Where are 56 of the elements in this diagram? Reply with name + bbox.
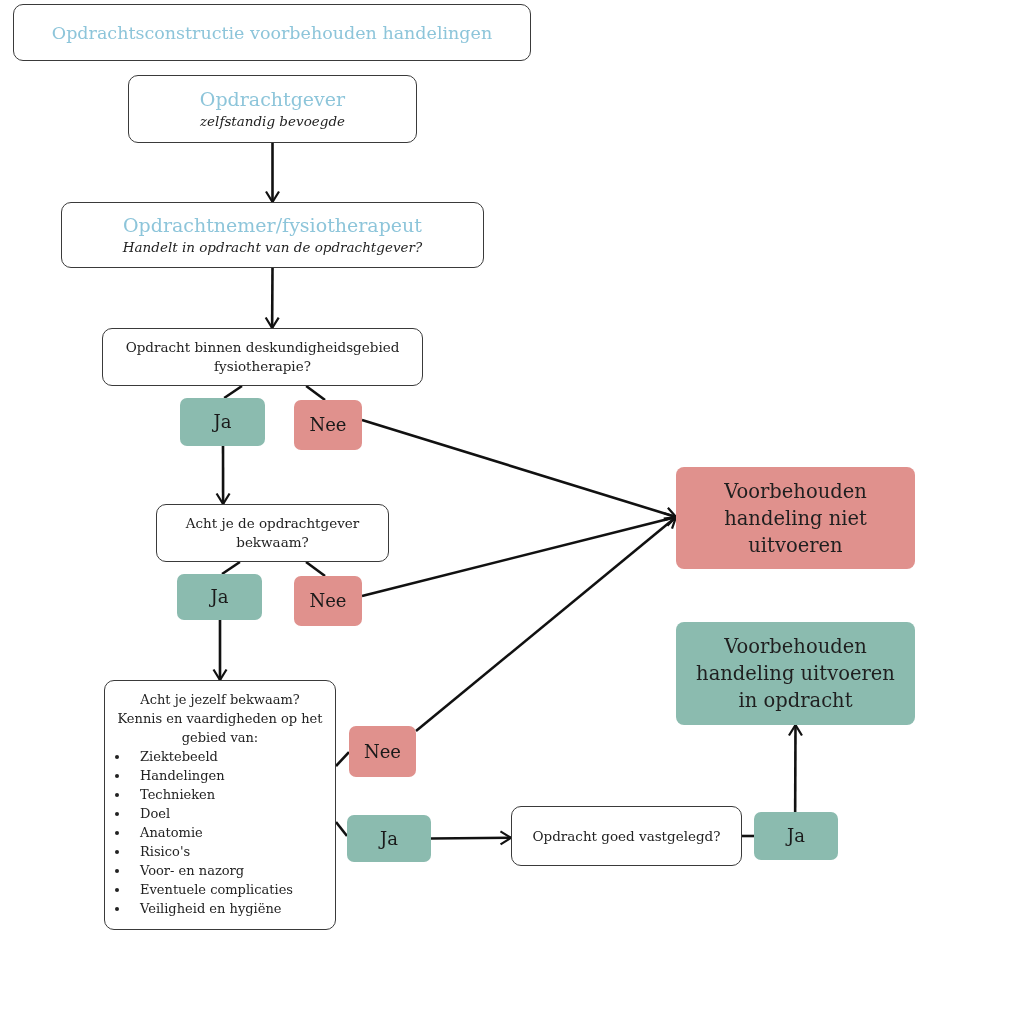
checklist-box [104,680,336,930]
title-text: Opdrachtsconstructie voorbehouden handelingen [51,21,493,45]
question-box [511,806,742,866]
question-text: Kennis en vaardigheden op het gebied van: [116,710,324,747]
list-item-text: Technieken [140,786,216,804]
box-heading: Opdrachtnemer/fysiotherapeut [123,213,422,238]
arrow [787,723,804,812]
role-box [61,202,484,268]
connector-line [334,821,349,837]
outcome-box [676,622,915,725]
question-box [156,504,389,562]
list-item-text: Voor- en nazorg [140,862,245,880]
connector-line [223,384,243,400]
answer-tag [347,815,431,862]
question-text: Acht je de opdrachtgever bekwaam? [184,514,361,552]
box-subtitle: Handelt in opdracht van de opdrachtgever? [122,238,423,257]
outcome-text: Voorbehouden handeling uitvoeren in opdracht [695,634,896,714]
list-item-text: Doel [140,805,171,823]
answer-label: Nee [309,414,347,436]
list-item-text: Veiligheid en hygiëne [140,900,282,918]
role-box [128,75,417,143]
outcome-box [676,467,915,569]
connector-line [305,560,326,578]
question-text: Acht je jezelf bekwaam? [139,691,301,709]
arrow [431,830,513,846]
answer-label: Nee [309,590,347,612]
arrow [264,143,281,204]
arrow [415,515,678,733]
answer-tag [754,812,838,860]
question-text: Opdracht goed vastgelegd? [532,826,721,846]
list-item-text: Risico's [140,843,191,861]
arrow [264,268,280,330]
answer-tag [294,400,362,450]
list-item-text: Ziektebeeld [140,748,218,766]
connector-line [335,751,350,767]
answer-label: Nee [363,740,402,763]
answer-tag [294,576,362,626]
connector-line [305,384,326,402]
outcome-text: Voorbehouden handeling niet uitvoeren [723,478,868,559]
box-heading: Opdrachtgever [199,87,346,112]
answer-label: Ja [213,411,232,433]
list-item-text: Handelingen [140,767,225,785]
answer-tag [177,574,262,620]
answer-tag [180,398,265,446]
answer-label: Ja [380,827,398,850]
list-item-text: Anatomie [140,824,203,842]
arrow [212,620,228,682]
list-item-text: Eventuele complicaties [140,881,294,899]
answer-tag [349,726,416,777]
box-subtitle: zelfstandig bevoegde [199,112,346,131]
arrow [215,446,231,506]
answer-label: Ja [787,825,805,847]
question-text: Opdracht binnen deskundigheidsgebied fysiotherapie? [124,338,401,376]
question-box [102,328,423,386]
connector-line [221,560,241,576]
answer-label: Ja [210,586,229,608]
